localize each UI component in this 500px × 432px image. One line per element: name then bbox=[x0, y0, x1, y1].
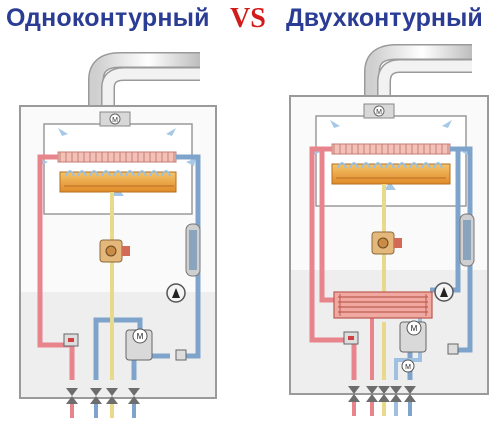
connection-stubs bbox=[352, 402, 412, 416]
double-circuit-boiler: M bbox=[289, 44, 489, 416]
flue-pipe bbox=[88, 52, 200, 105]
svg-text:M: M bbox=[137, 332, 144, 341]
combustion-chamber bbox=[315, 115, 467, 207]
burner bbox=[331, 162, 451, 185]
fan-icon bbox=[109, 113, 121, 125]
heating-supply-pipe bbox=[37, 154, 75, 380]
svg-text:M: M bbox=[405, 364, 411, 371]
svg-text:M: M bbox=[376, 109, 382, 116]
circulation-pump bbox=[434, 282, 454, 302]
heating-supply-pipe bbox=[309, 146, 357, 380]
gas-valve bbox=[371, 231, 402, 255]
combustion-chamber bbox=[43, 123, 193, 215]
circulation-pump bbox=[166, 283, 186, 303]
flue-pipe bbox=[364, 44, 472, 100]
connection-stubs bbox=[70, 404, 136, 418]
pressure-sensor bbox=[63, 333, 79, 347]
versus-label: VS bbox=[230, 3, 266, 34]
dhw-plate-heat-exchanger bbox=[333, 291, 433, 319]
svg-text:M: M bbox=[411, 324, 418, 333]
pressure-sensor bbox=[343, 331, 359, 345]
connection-valves bbox=[348, 386, 416, 402]
single-circuit-boiler: M bbox=[19, 52, 217, 418]
single-circuit-title: Одноконтурный bbox=[6, 4, 210, 32]
three-way-valve: M bbox=[125, 328, 153, 361]
double-circuit-title: Двухконтурный bbox=[286, 4, 483, 32]
flow-sensor: M bbox=[401, 359, 415, 373]
drain-valve bbox=[175, 349, 187, 361]
gas-valve bbox=[99, 239, 130, 263]
expansion-tank bbox=[459, 213, 475, 267]
burner bbox=[59, 170, 177, 193]
drain-valve bbox=[447, 343, 459, 355]
connection-valves bbox=[66, 388, 140, 404]
svg-text:M: M bbox=[112, 117, 118, 124]
title-row: Одноконтурный VS Двухконтурный bbox=[0, 2, 500, 36]
heat-exchanger bbox=[331, 143, 451, 155]
expansion-tank bbox=[185, 223, 201, 277]
three-way-valve: M bbox=[399, 320, 427, 353]
heat-exchanger bbox=[57, 151, 177, 163]
fan-icon bbox=[373, 105, 385, 117]
